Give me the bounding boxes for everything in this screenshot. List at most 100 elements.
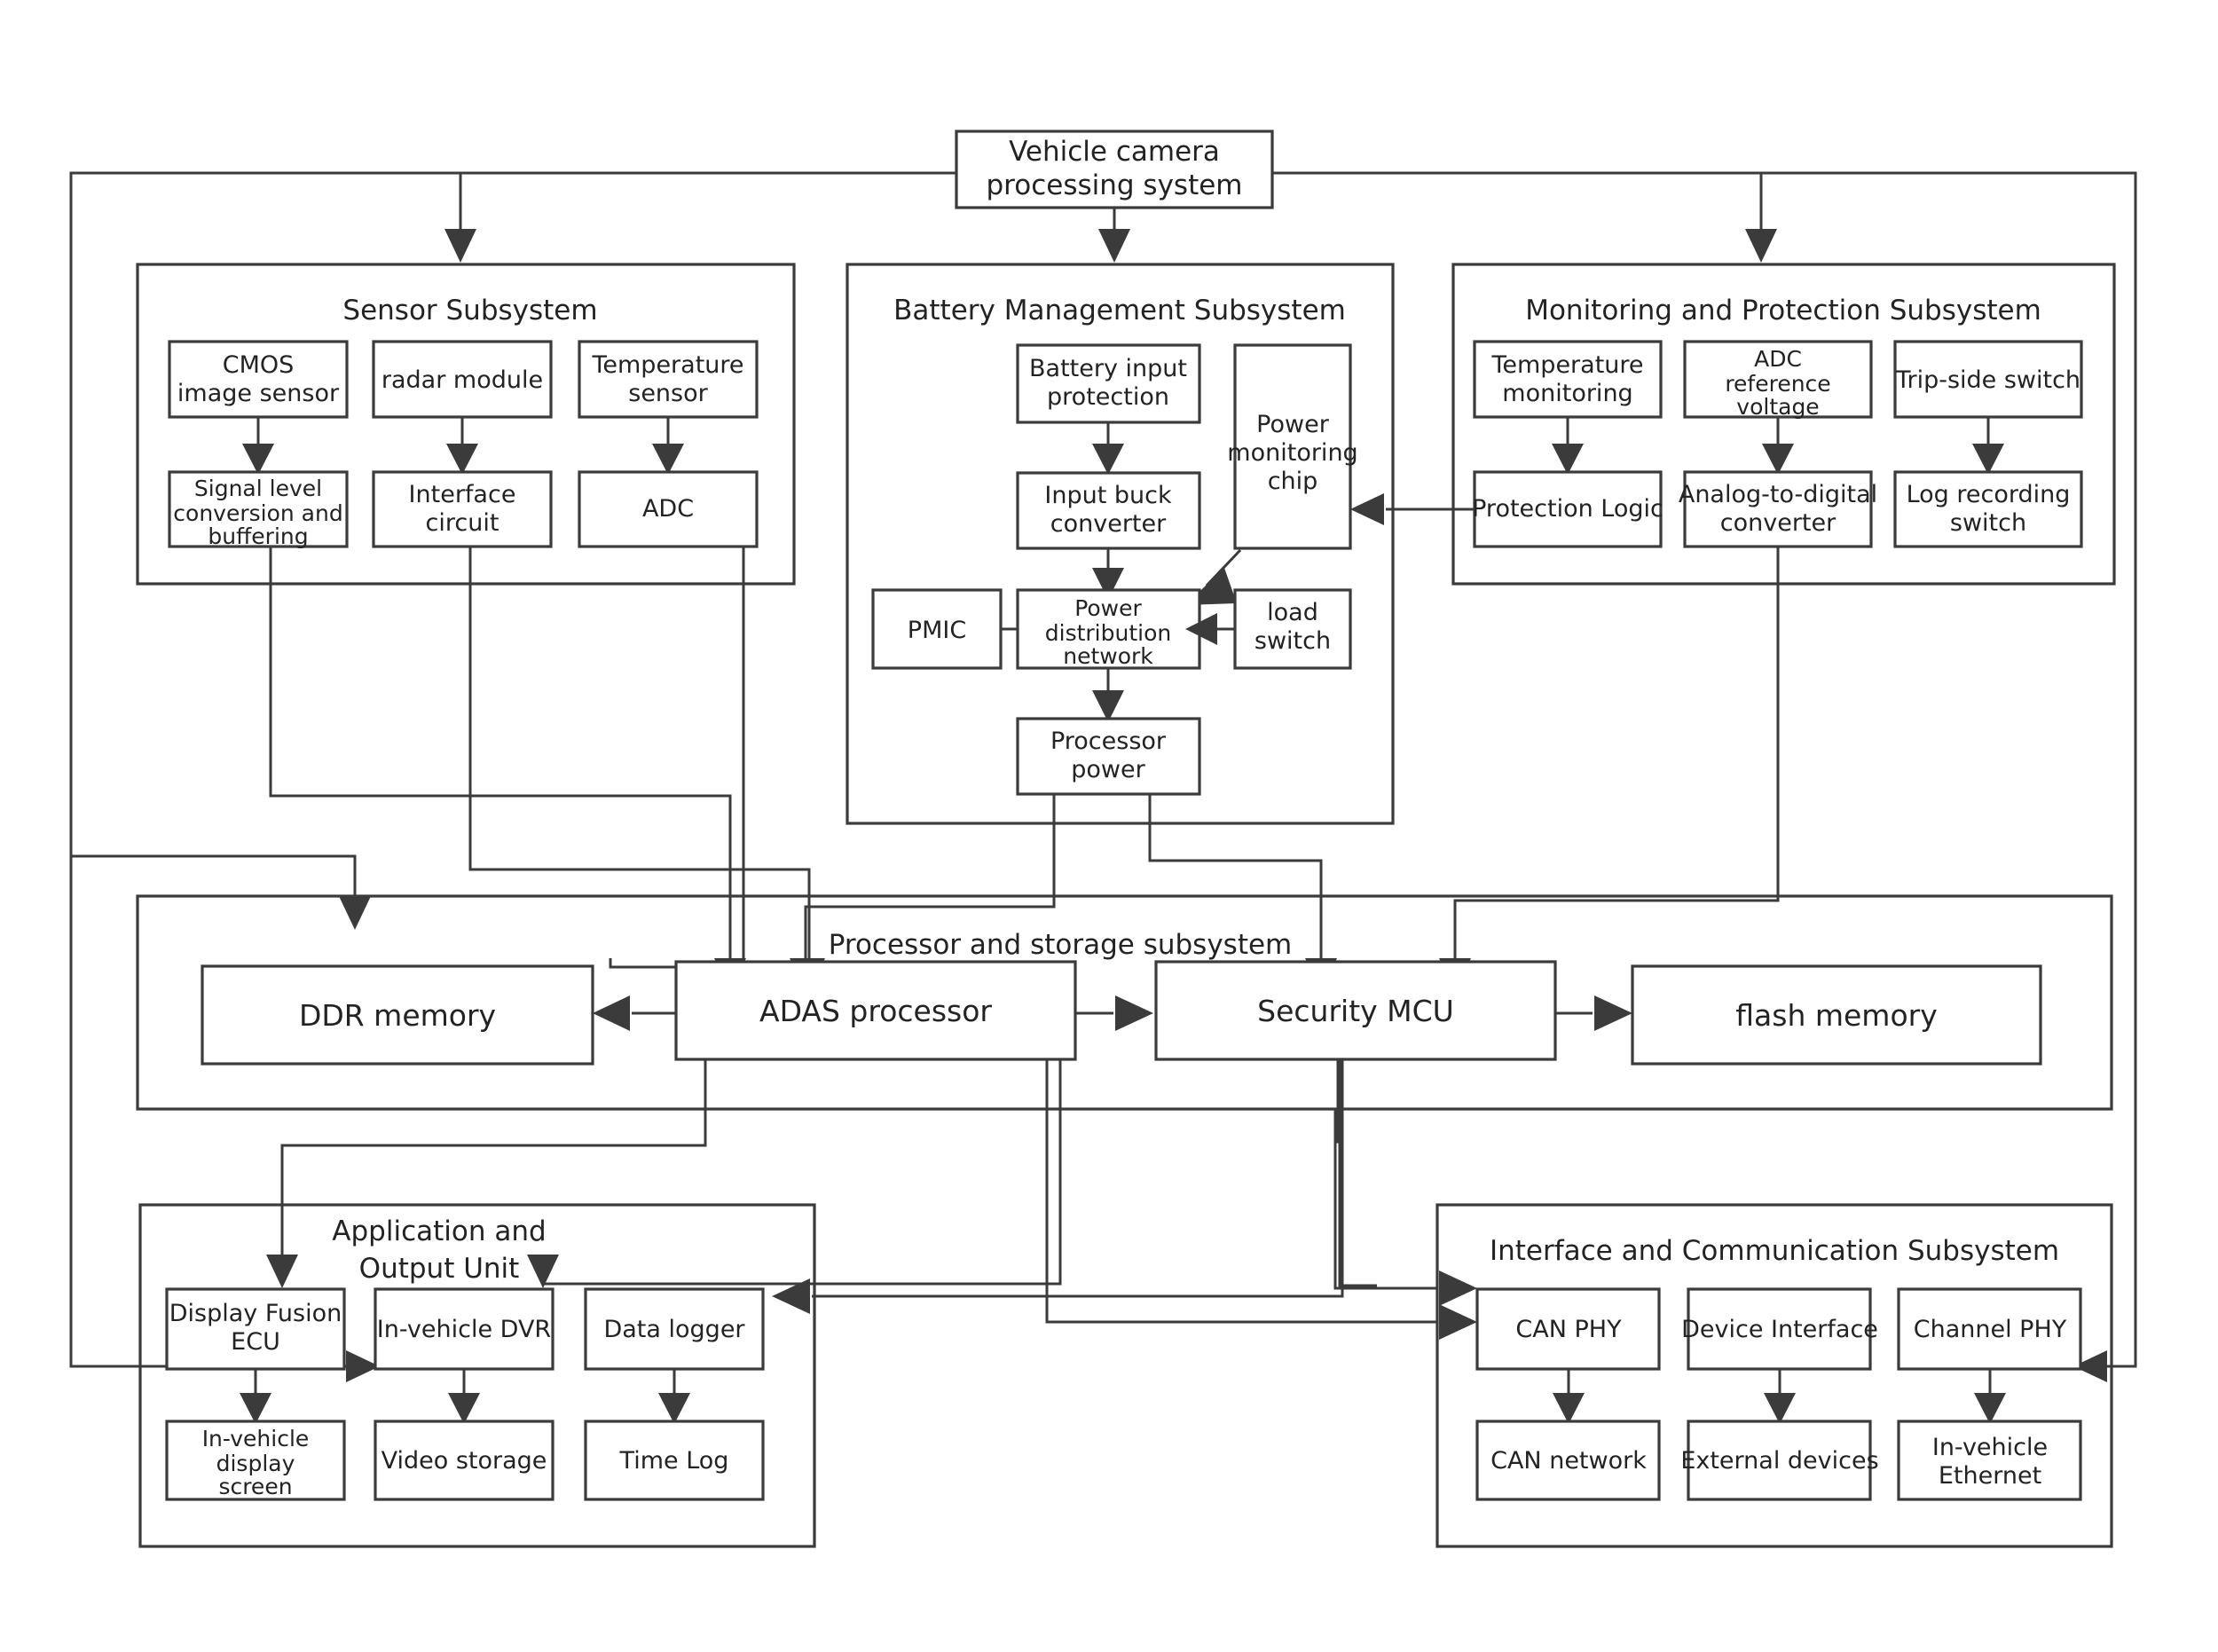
- node-displayecu-line1: Display Fusion: [169, 1300, 342, 1327]
- link-adas-canphy: [1045, 1059, 1477, 1340]
- link-mcu-flash: [1555, 995, 1632, 1031]
- link-radar-iface: [446, 417, 478, 475]
- node-devif-label: Device Interface: [1681, 1316, 1878, 1343]
- link-batt-prot-buck: [1092, 422, 1124, 475]
- link-adcref-adcconv: [1762, 417, 1794, 475]
- link-devif-extdev: [1764, 1369, 1796, 1424]
- node-adas-processor[interactable]: ADAS processor: [674, 960, 1077, 1061]
- node-in-vehicle-ethernet[interactable]: In-vehicle Ethernet: [1897, 1420, 2082, 1501]
- link-processor-canphy: [1333, 1109, 1477, 1306]
- node-pdn-line3: network: [1063, 643, 1153, 669]
- node-ddr-memory[interactable]: DDR memory: [201, 964, 594, 1066]
- node-security-mcu[interactable]: Security MCU: [1154, 960, 1557, 1061]
- node-logger-label: Data logger: [603, 1316, 745, 1343]
- node-screen-line1: In-vehicle: [202, 1426, 310, 1451]
- node-can-phy[interactable]: CAN PHY: [1475, 1287, 1661, 1371]
- root-node[interactable]: Vehicle camera processing system: [955, 130, 1274, 209]
- node-adcconv-line2: converter: [1720, 509, 1837, 537]
- group-application-title-line2: Output Unit: [359, 1253, 520, 1285]
- node-time-log[interactable]: Time Log: [584, 1420, 765, 1501]
- node-cmos-image-sensor[interactable]: CMOS image sensor: [168, 340, 349, 419]
- node-dvr-label: In-vehicle DVR: [377, 1316, 551, 1343]
- node-in-vehicle-display-screen[interactable]: In-vehicle display screen: [165, 1420, 346, 1501]
- link-displayecu-screen: [240, 1369, 271, 1424]
- link-mcu-datalogger: [772, 1059, 1344, 1314]
- node-cmos-line1: CMOS: [223, 351, 295, 379]
- link-root-battery: [1098, 208, 1130, 263]
- node-data-logger[interactable]: Data logger: [584, 1287, 765, 1371]
- node-can-network[interactable]: CAN network: [1475, 1420, 1661, 1501]
- group-application-unit: Application and Output Unit Display Fusi…: [138, 1203, 816, 1548]
- node-analog-to-digital-converter[interactable]: Analog-to-digital converter: [1679, 470, 1877, 548]
- link-pdn-procpower: [1092, 668, 1124, 722]
- node-flash-memory[interactable]: flash memory: [1631, 964, 2042, 1066]
- node-input-buck-converter[interactable]: Input buck converter: [1016, 471, 1201, 550]
- node-adc[interactable]: ADC: [578, 470, 759, 548]
- node-adcref-line2: reference: [1725, 371, 1830, 397]
- node-logsw-line2: switch: [1950, 509, 2026, 537]
- link-adc-to-processor: [609, 547, 745, 969]
- node-radar-module[interactable]: radar module: [372, 340, 553, 419]
- node-canphy-label: CAN PHY: [1515, 1316, 1622, 1343]
- link-buck-pdn: [1092, 548, 1124, 600]
- node-buck-line1: Input buck: [1044, 482, 1172, 509]
- node-iface-line1: Interface: [409, 481, 516, 508]
- node-pmic[interactable]: PMIC: [871, 588, 1003, 670]
- node-power-distribution-network[interactable]: Power distribution network: [1016, 588, 1201, 670]
- node-video-label: Video storage: [381, 1447, 547, 1475]
- node-eth-line2: Ethernet: [1939, 1462, 2041, 1490]
- node-pmic-label: PMIC: [908, 617, 966, 644]
- link-dvr-video: [448, 1369, 480, 1424]
- link-protlogic-pmchip: [1350, 493, 1475, 525]
- node-signal-line2: conversion and: [173, 500, 342, 526]
- node-channel-phy[interactable]: Channel PHY: [1897, 1287, 2082, 1371]
- node-ddr-label: DDR memory: [299, 998, 496, 1033]
- node-device-interface[interactable]: Device Interface: [1681, 1287, 1878, 1371]
- link-root-monitoring: [1745, 173, 1777, 263]
- node-radar-label: radar module: [381, 366, 543, 394]
- node-protection-logic[interactable]: Protection Logic: [1472, 470, 1664, 548]
- root-label-line1: Vehicle camera: [1009, 136, 1220, 168]
- node-adc-reference-voltage[interactable]: ADC reference voltage: [1683, 340, 1873, 420]
- node-displayecu-line2: ECU: [231, 1328, 280, 1356]
- node-flash-label: flash memory: [1735, 998, 1938, 1033]
- group-monitoring-subsystem: Monitoring and Protection Subsystem Temp…: [1451, 263, 2116, 586]
- node-video-storage[interactable]: Video storage: [374, 1420, 554, 1501]
- link-cmos-signal: [242, 417, 274, 475]
- node-log-recording-switch[interactable]: Log recording switch: [1893, 470, 2083, 548]
- node-procpwr-line2: power: [1071, 756, 1145, 783]
- link-chanphy-eth: [1974, 1369, 2006, 1424]
- link-adas-dvr: [527, 1059, 1062, 1288]
- group-battery-subsystem: Battery Management Subsystem Battery inp…: [846, 263, 1395, 825]
- node-pmchip-line2: monitoring: [1227, 439, 1357, 467]
- node-in-vehicle-dvr[interactable]: In-vehicle DVR: [374, 1287, 554, 1371]
- node-timelog-label: Time Log: [619, 1447, 729, 1475]
- node-trip-side-switch[interactable]: Trip-side switch: [1893, 340, 2083, 419]
- node-temperature-monitoring[interactable]: Temperature monitoring: [1473, 340, 1663, 419]
- node-screen-line2: display: [216, 1451, 295, 1476]
- node-interface-circuit[interactable]: Interface circuit: [372, 470, 553, 548]
- node-temp-line2: sensor: [628, 380, 708, 407]
- node-display-fusion-ecu[interactable]: Display Fusion ECU: [165, 1287, 346, 1371]
- node-adcref-line1: ADC: [1754, 346, 1802, 372]
- link-adas-display-ecu: [266, 1059, 707, 1288]
- link-signal-to-processor: [269, 547, 746, 992]
- node-load-switch[interactable]: load switch: [1233, 588, 1352, 670]
- node-signal-level-conversion[interactable]: Signal level conversion and buffering: [168, 470, 349, 549]
- node-mcu-label: Security MCU: [1257, 994, 1454, 1028]
- node-iface-line2: circuit: [426, 509, 499, 537]
- node-signal-line3: buffering: [208, 523, 308, 549]
- node-batt-prot-line2: protection: [1047, 383, 1169, 411]
- node-screen-line3: screen: [218, 1474, 292, 1499]
- node-buck-line2: converter: [1050, 510, 1167, 538]
- node-external-devices[interactable]: External devices: [1680, 1420, 1879, 1501]
- node-signal-line1: Signal level: [194, 476, 322, 501]
- node-loadsw-line2: switch: [1255, 627, 1331, 655]
- group-monitoring-title: Monitoring and Protection Subsystem: [1525, 295, 2041, 326]
- node-power-monitoring-chip[interactable]: Power monitoring chip: [1227, 343, 1358, 550]
- node-battery-input-protection[interactable]: Battery input protection: [1016, 343, 1201, 424]
- link-adas-ddr: [593, 995, 676, 1031]
- node-temperature-sensor[interactable]: Temperature sensor: [578, 340, 759, 419]
- node-pmchip-line3: chip: [1268, 468, 1318, 495]
- node-processor-power[interactable]: Processor power: [1016, 717, 1201, 796]
